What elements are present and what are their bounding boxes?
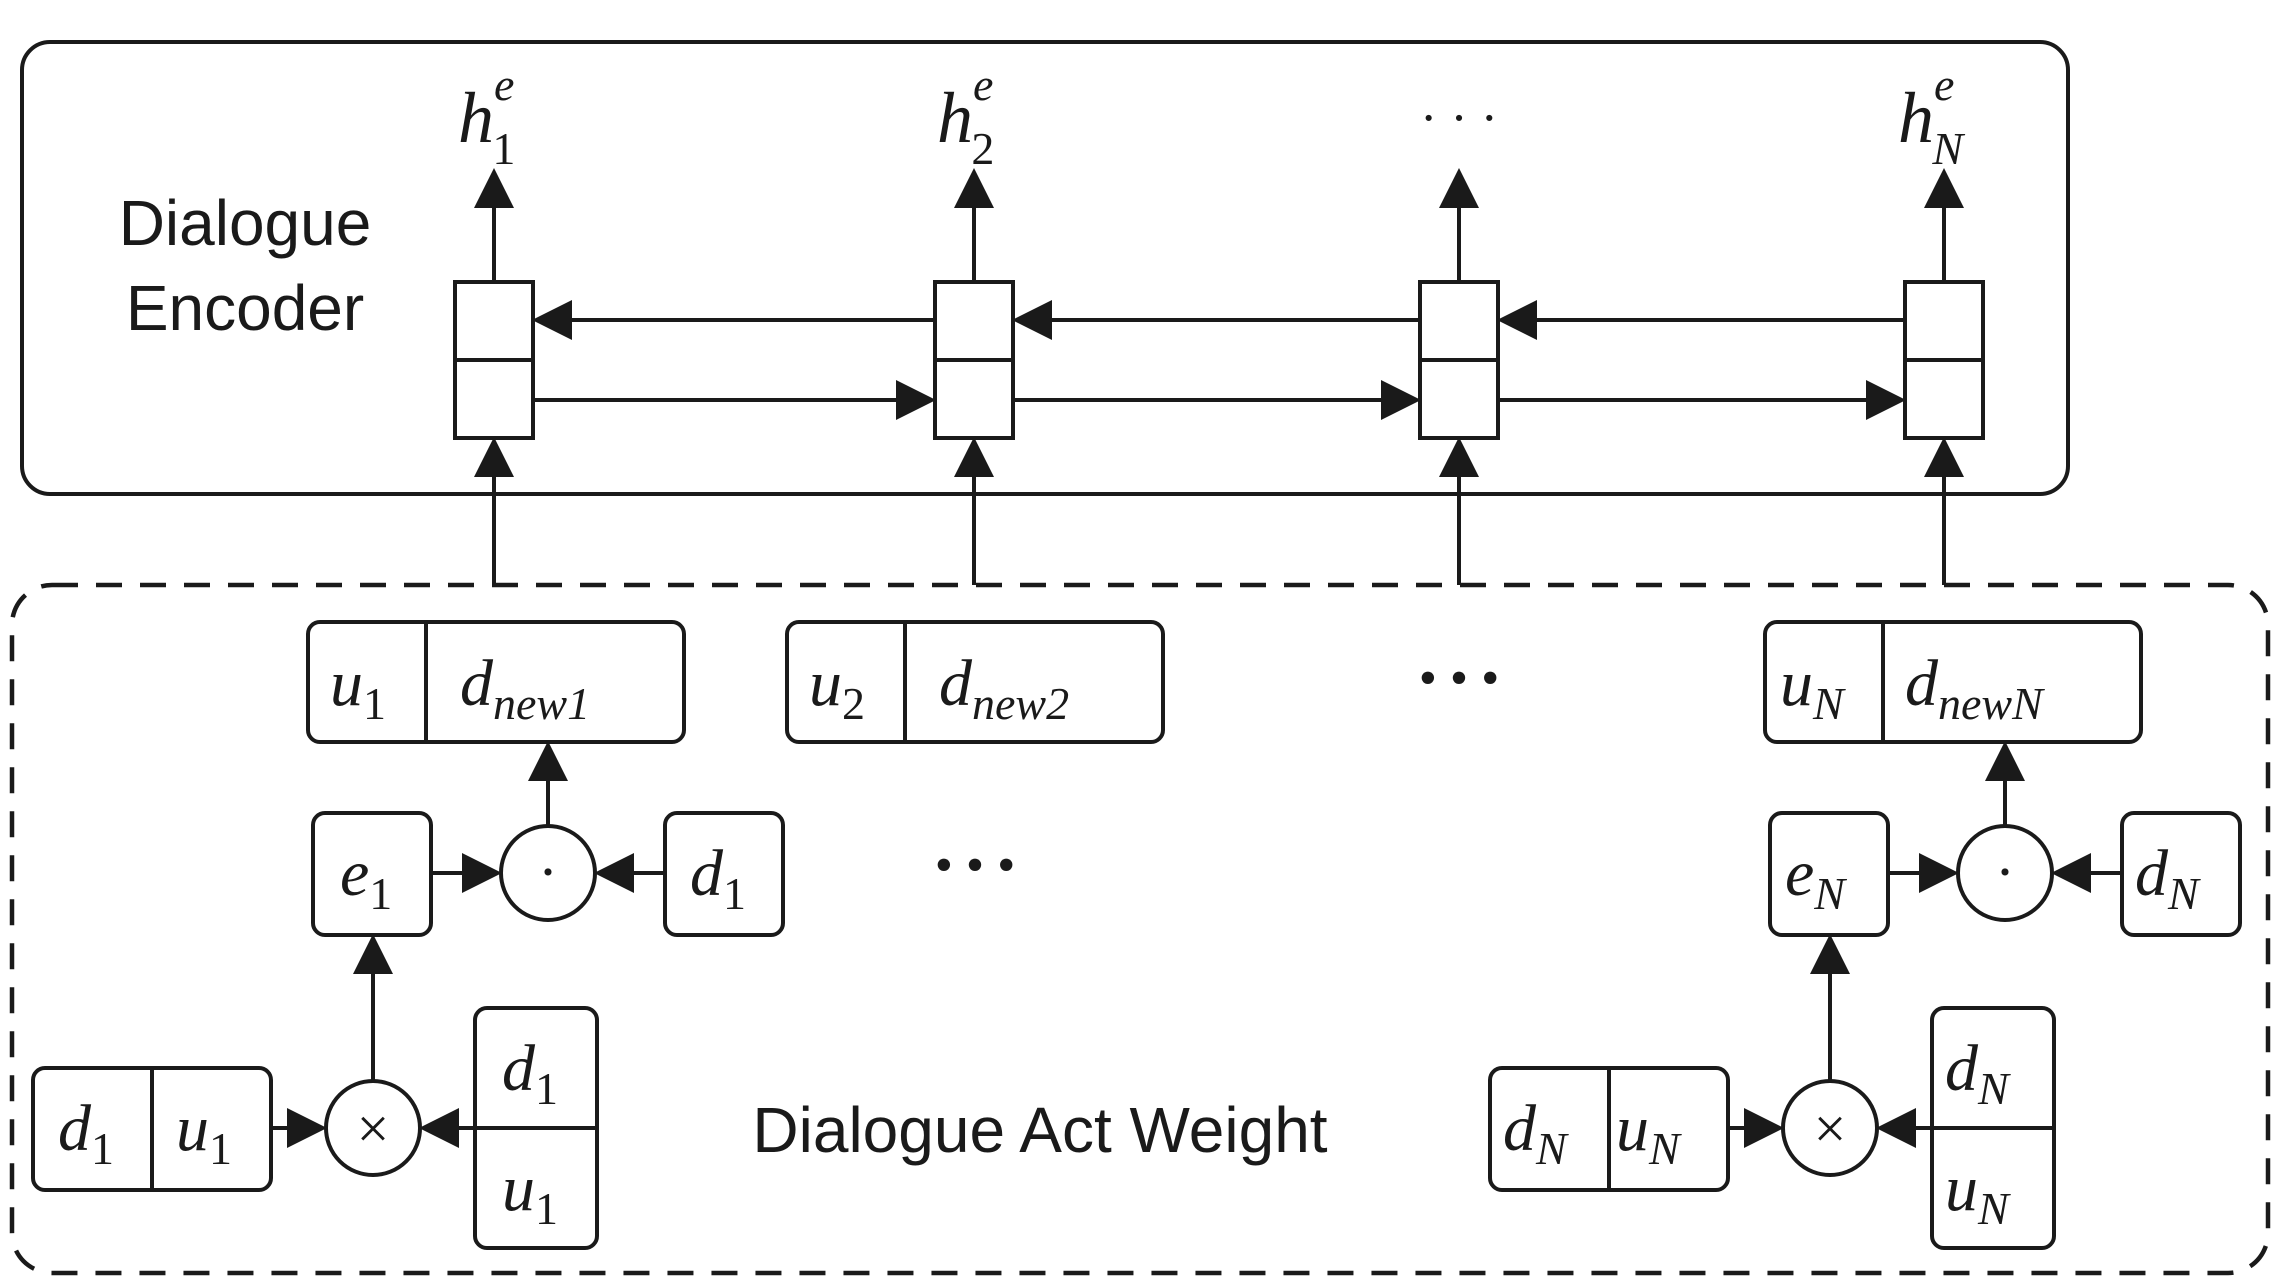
encoder-border [20,40,2070,496]
dot-op-1: · [538,839,558,905]
concat-cell-N: uN dnewN [1763,620,2143,744]
eN-label: eN [1785,837,1847,919]
branch-N: eN · dN dN uN × dN uN [1488,741,2242,1250]
svg-text:dnew2: dnew2 [939,647,1069,729]
e1-label: e1 [340,837,392,919]
concat-cell-2: u2 dnew2 [785,620,1165,744]
svg-text:u1: u1 [502,1152,558,1234]
encoder-label-line1: Dialogue [119,187,372,259]
rnn-cell-4 [1903,280,1985,440]
svg-text:d1: d1 [58,1092,114,1174]
svg-text:u1: u1 [176,1092,232,1174]
dot-op-N: · [1995,839,2015,905]
svg-text:dN: dN [1503,1092,1569,1174]
svg-text:uN: uN [1780,647,1846,729]
rnn-cell-2 [933,280,1015,440]
svg-text:uN: uN [1616,1092,1682,1174]
svg-text:uN: uN [1945,1152,2011,1234]
rnn-cell-1 [453,280,535,440]
branch-1: e1 · d1 d1 u1 × d1 u1 [31,741,785,1250]
middle-ellipsis: • • • [935,837,1016,894]
encoder-label-line2: Encoder [126,272,364,344]
svg-text:u2: u2 [809,647,865,729]
concat-cell-1: u1 dnew1 [306,620,686,744]
times-op-1: × [357,1096,390,1161]
svg-text:u1: u1 [330,647,386,729]
svg-text:dnew1: dnew1 [460,647,590,729]
dialogue-act-weight-panel: Dialogue Act Weight u1 dnew1 u2 dnew2 • … [9,582,2271,1276]
svg-text:dnewN: dnewN [1905,647,2045,729]
times-op-N: × [1814,1096,1847,1161]
svg-text:d1: d1 [502,1032,558,1114]
d1-label: d1 [690,837,746,919]
dialogue-encoder-panel: Dialogue Encoder [20,40,2070,496]
act-weight-label: Dialogue Act Weight [752,1094,1327,1166]
rnn-cell-3 [1418,280,1500,440]
output-label-ellipsis: · · · [1420,90,1498,147]
concat-ellipsis: • • • [1419,650,1500,707]
dN-label: dN [2135,837,2201,919]
svg-text:dN: dN [1945,1032,2011,1114]
